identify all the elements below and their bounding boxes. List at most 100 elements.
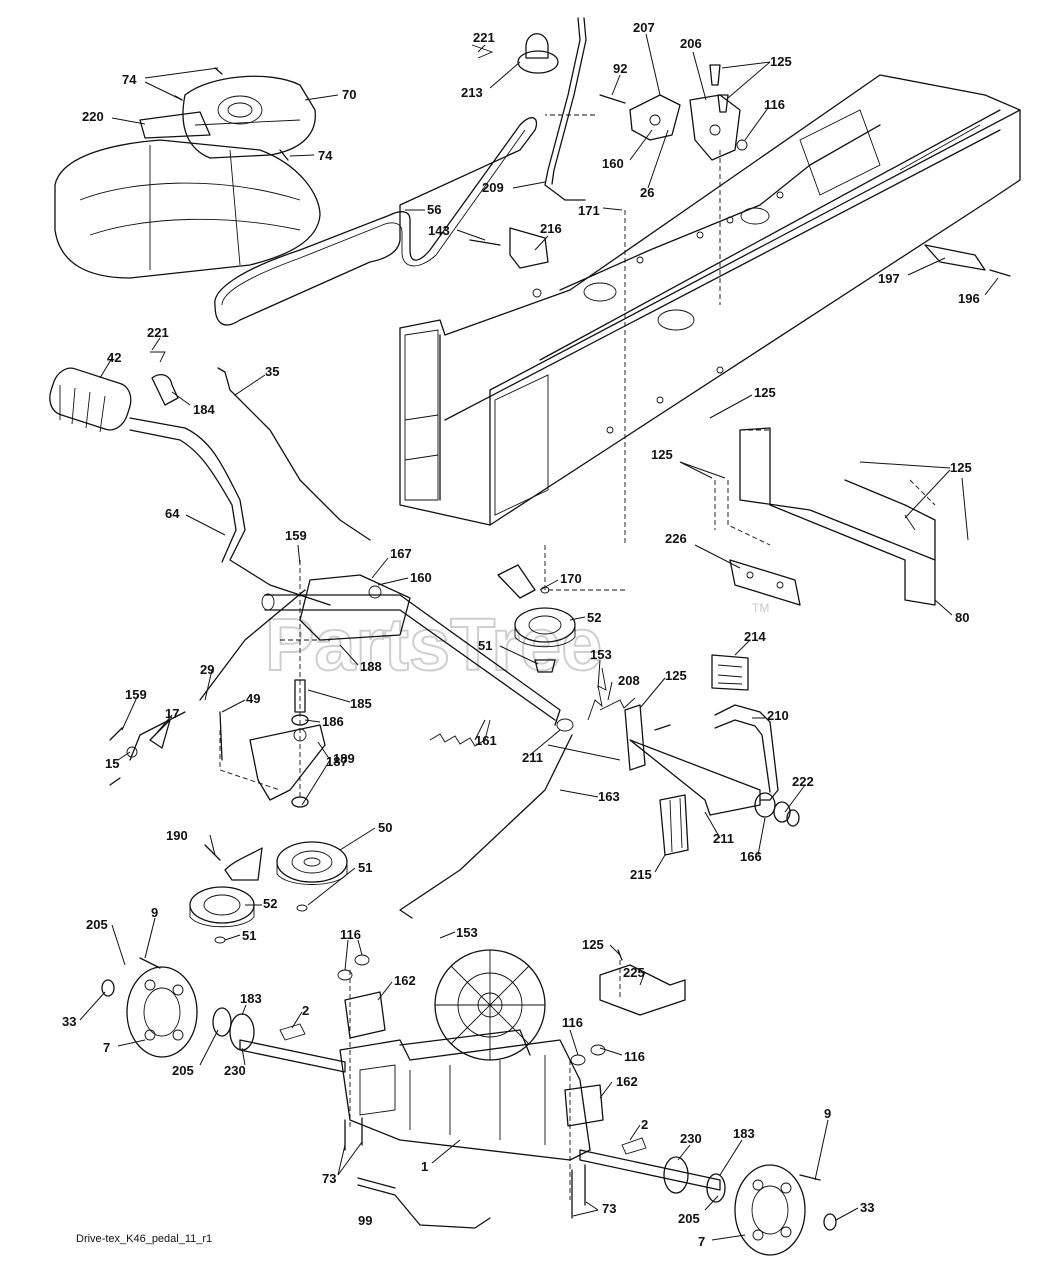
- callout-70: 70: [342, 87, 356, 102]
- callout-7: 7: [103, 1040, 110, 1055]
- callout-226: 226: [665, 531, 687, 546]
- knob-part: [471, 33, 559, 74]
- callout-230: 230: [680, 1131, 702, 1146]
- callout-214: 214: [744, 629, 766, 644]
- callout-184: 184: [193, 402, 215, 417]
- callout-230: 230: [224, 1063, 246, 1078]
- callout-7: 7: [698, 1234, 705, 1249]
- callout-33: 33: [860, 1200, 874, 1215]
- linkage-arm-part: [109, 589, 306, 786]
- mount-bracket-part: [337, 954, 606, 1219]
- engine-cover-part: [54, 111, 321, 279]
- callout-49: 49: [246, 691, 260, 706]
- watermark-text: PartsTree: [265, 603, 602, 686]
- cable-bracket-part: [469, 227, 549, 298]
- callout-2: 2: [302, 1003, 309, 1018]
- callout-221: 221: [473, 30, 495, 45]
- brake-pedal-part: [624, 654, 800, 827]
- engine-pulley-part: [497, 564, 576, 673]
- wheel-hub-part: [734, 1164, 837, 1256]
- callout-80: 80: [955, 610, 969, 625]
- callout-205: 205: [678, 1211, 700, 1226]
- pedal-stop-part: [659, 794, 689, 856]
- callout-166: 166: [740, 849, 762, 864]
- callout-125: 125: [754, 385, 776, 400]
- engine-housing-part: [182, 75, 316, 159]
- callout-labels: 221 213 207 206 125 92 74 70 220 74 116 …: [62, 20, 980, 1249]
- pivot-shaft-part: [261, 574, 561, 726]
- callout-125: 125: [665, 668, 687, 683]
- callout-190: 190: [166, 828, 188, 843]
- callout-183: 183: [240, 991, 262, 1006]
- callout-159: 159: [125, 687, 147, 702]
- callout-143: 143: [428, 223, 450, 238]
- callout-188: 188: [360, 659, 382, 674]
- callout-216: 216: [540, 221, 562, 236]
- spring-part: [429, 667, 636, 747]
- callout-99: 99: [358, 1213, 372, 1228]
- bracket-part: [599, 64, 748, 161]
- bracket-clip-part: [150, 351, 179, 406]
- callout-210: 210: [767, 708, 789, 723]
- callout-196: 196: [958, 291, 980, 306]
- callout-167: 167: [390, 546, 412, 561]
- callout-153: 153: [590, 647, 612, 662]
- callout-205: 205: [86, 917, 108, 932]
- callout-153: 153: [456, 925, 478, 940]
- callout-160: 160: [602, 156, 624, 171]
- callout-116: 116: [340, 927, 361, 942]
- callout-116: 116: [562, 1015, 583, 1030]
- callout-116: 116: [624, 1049, 645, 1064]
- callout-209: 209: [482, 180, 504, 195]
- callout-1: 1: [421, 1159, 428, 1174]
- callout-171: 171: [578, 203, 600, 218]
- callout-52: 52: [587, 610, 601, 625]
- callout-52: 52: [263, 896, 277, 911]
- callout-9: 9: [824, 1106, 831, 1121]
- callout-125: 125: [651, 447, 673, 462]
- callout-26: 26: [640, 185, 654, 200]
- callout-125: 125: [582, 937, 604, 952]
- callout-9: 9: [151, 905, 158, 920]
- callout-29: 29: [200, 662, 214, 677]
- callout-35: 35: [265, 364, 279, 379]
- brake-rod-part: [399, 718, 621, 919]
- callout-222: 222: [792, 774, 814, 789]
- drive-belt-part: [214, 117, 538, 326]
- callout-211: 211: [522, 750, 543, 765]
- callout-51: 51: [242, 928, 256, 943]
- lever-rod-part: [544, 17, 587, 201]
- diagram-caption: Drive-tex_K46_pedal_11_r1: [76, 1233, 212, 1245]
- callout-162: 162: [616, 1074, 638, 1089]
- callout-42: 42: [107, 350, 121, 365]
- callout-220: 220: [82, 109, 104, 124]
- pulley-part: [276, 841, 348, 912]
- callout-74: 74: [318, 148, 333, 163]
- callout-17: 17: [165, 706, 179, 721]
- assembly-guide-lines: [219, 114, 936, 1200]
- callout-163: 163: [598, 789, 620, 804]
- axle-part: [239, 1023, 721, 1191]
- callout-74: 74: [122, 72, 137, 87]
- callout-207: 207: [633, 20, 655, 35]
- callout-208: 208: [618, 673, 640, 688]
- callout-189: 189: [333, 751, 355, 766]
- control-rod-part: [217, 367, 371, 541]
- callout-125: 125: [950, 460, 972, 475]
- callout-161: 161: [475, 733, 497, 748]
- support-bracket-part: [599, 949, 686, 1016]
- callout-73: 73: [602, 1201, 616, 1216]
- wheel-hub-part: [101, 957, 198, 1058]
- bolt-part: [174, 67, 289, 161]
- callout-125: 125: [770, 54, 792, 69]
- callout-186: 186: [322, 714, 344, 729]
- callout-205: 205: [172, 1063, 194, 1078]
- callout-183: 183: [733, 1126, 755, 1141]
- callout-185: 185: [350, 696, 372, 711]
- rear-bracket-part: [924, 244, 1011, 277]
- callout-221: 221: [147, 325, 169, 340]
- callout-170: 170: [560, 571, 582, 586]
- callout-160: 160: [410, 570, 432, 585]
- callout-225: 225: [623, 965, 645, 980]
- callout-213: 213: [461, 85, 483, 100]
